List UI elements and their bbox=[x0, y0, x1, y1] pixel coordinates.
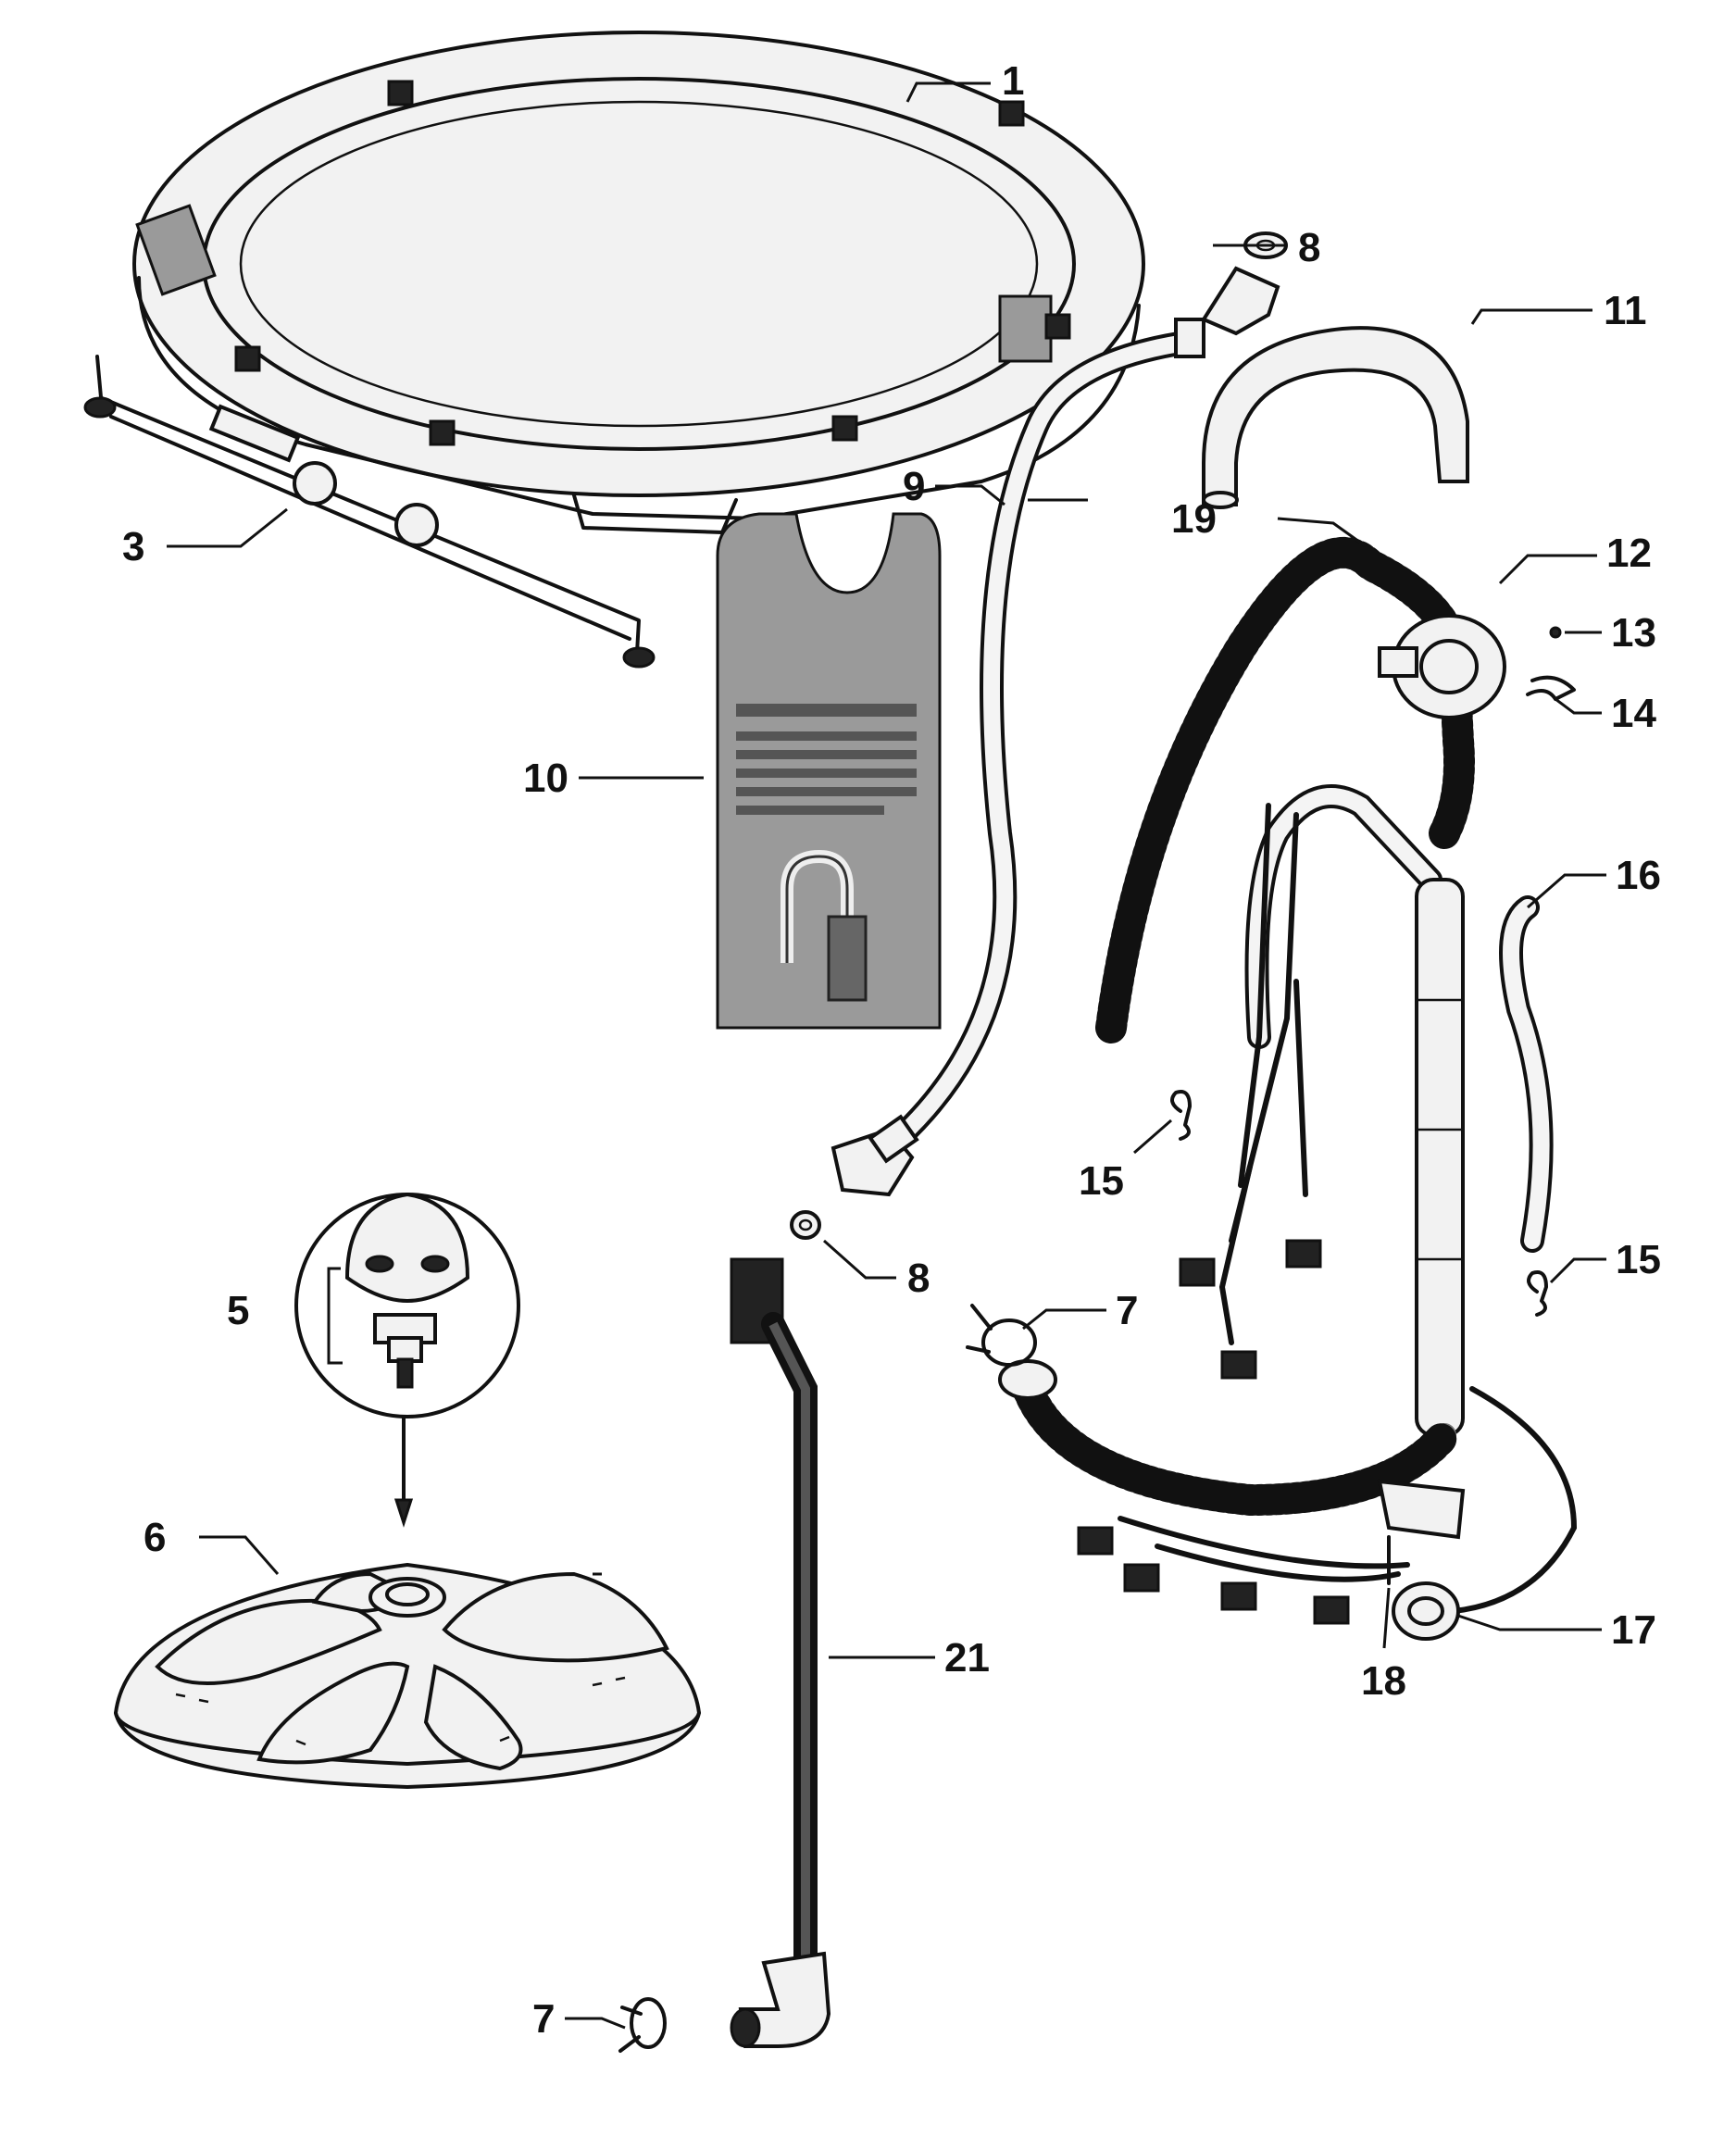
callout-7-bottom: 7 bbox=[532, 1996, 555, 2042]
impeller-part bbox=[113, 1562, 702, 1790]
callout-1: 1 bbox=[1002, 58, 1024, 104]
callout-19: 19 bbox=[1171, 496, 1217, 542]
leader-lines bbox=[167, 81, 1606, 2030]
callout-18: 18 bbox=[1361, 1658, 1406, 1704]
hose-guide-part bbox=[1202, 326, 1469, 509]
callout-21: 21 bbox=[944, 1635, 990, 1681]
drain-pipe-part bbox=[730, 1257, 831, 2048]
callout-11: 11 bbox=[1604, 288, 1647, 333]
drain-tube-harness-part bbox=[998, 784, 1578, 1641]
callout-labels: 1 3 8 11 9 19 12 13 14 10 16 15 15 8 7 5… bbox=[122, 58, 1661, 2042]
hose-clamp-part bbox=[1378, 614, 1576, 719]
stabilizer-bar-part bbox=[83, 355, 656, 669]
callout-6: 6 bbox=[144, 1515, 166, 1560]
clip-parts bbox=[1170, 1090, 1548, 1317]
callout-7-top: 7 bbox=[1116, 1288, 1138, 1333]
callout-8-bottom: 8 bbox=[907, 1256, 930, 1301]
callout-14: 14 bbox=[1611, 691, 1656, 736]
callout-13: 13 bbox=[1611, 610, 1656, 656]
drain-hose-part bbox=[1095, 536, 1475, 1044]
spring-clamp-parts bbox=[618, 1304, 1037, 2053]
callout-16: 16 bbox=[1616, 853, 1661, 898]
agitator-cap-inset bbox=[294, 1192, 520, 1528]
callout-9: 9 bbox=[903, 464, 925, 509]
callout-12: 12 bbox=[1606, 531, 1652, 576]
inlet-hose-part bbox=[831, 266, 1280, 1197]
callout-15-right: 15 bbox=[1616, 1237, 1661, 1282]
callout-15-left: 15 bbox=[1079, 1158, 1124, 1204]
callout-8-top: 8 bbox=[1298, 225, 1320, 270]
callout-3: 3 bbox=[122, 524, 144, 569]
callout-17: 17 bbox=[1611, 1607, 1656, 1653]
instruction-card-part bbox=[716, 512, 942, 1030]
tub-ring-part bbox=[132, 31, 1145, 534]
callout-5: 5 bbox=[227, 1288, 249, 1333]
callout-10: 10 bbox=[523, 756, 568, 801]
